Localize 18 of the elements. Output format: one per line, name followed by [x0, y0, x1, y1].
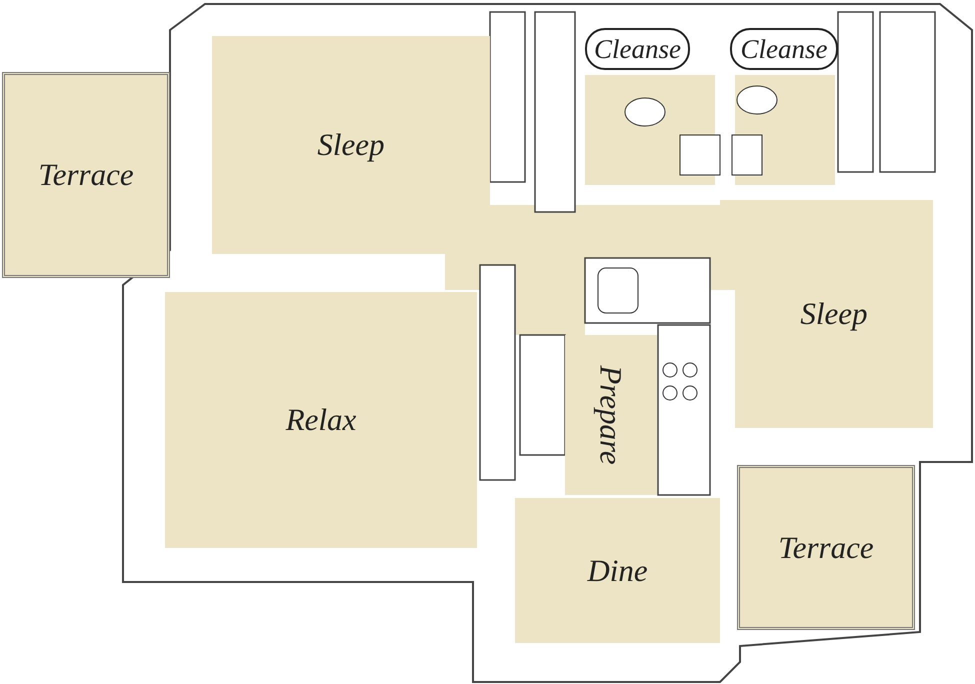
room-label: Terrace [778, 530, 874, 566]
terrace-area [737, 465, 915, 630]
room-label: Sleep [317, 127, 385, 163]
room-label: Dine [587, 552, 648, 588]
room-floor [212, 36, 490, 254]
room-label: Cleanse [594, 34, 681, 64]
bathtub [730, 28, 838, 70]
room-floor [165, 292, 477, 548]
bathtub [585, 28, 690, 70]
room-label: Prepare [593, 365, 629, 465]
room-floor [565, 335, 657, 495]
room-label: Cleanse [740, 34, 828, 64]
room-floor [515, 498, 720, 643]
terrace-area [2, 72, 170, 278]
room-label: Terrace [38, 157, 134, 193]
room-floor [735, 200, 933, 428]
room-label: Sleep [800, 296, 868, 332]
room-label: Relax [286, 402, 356, 438]
